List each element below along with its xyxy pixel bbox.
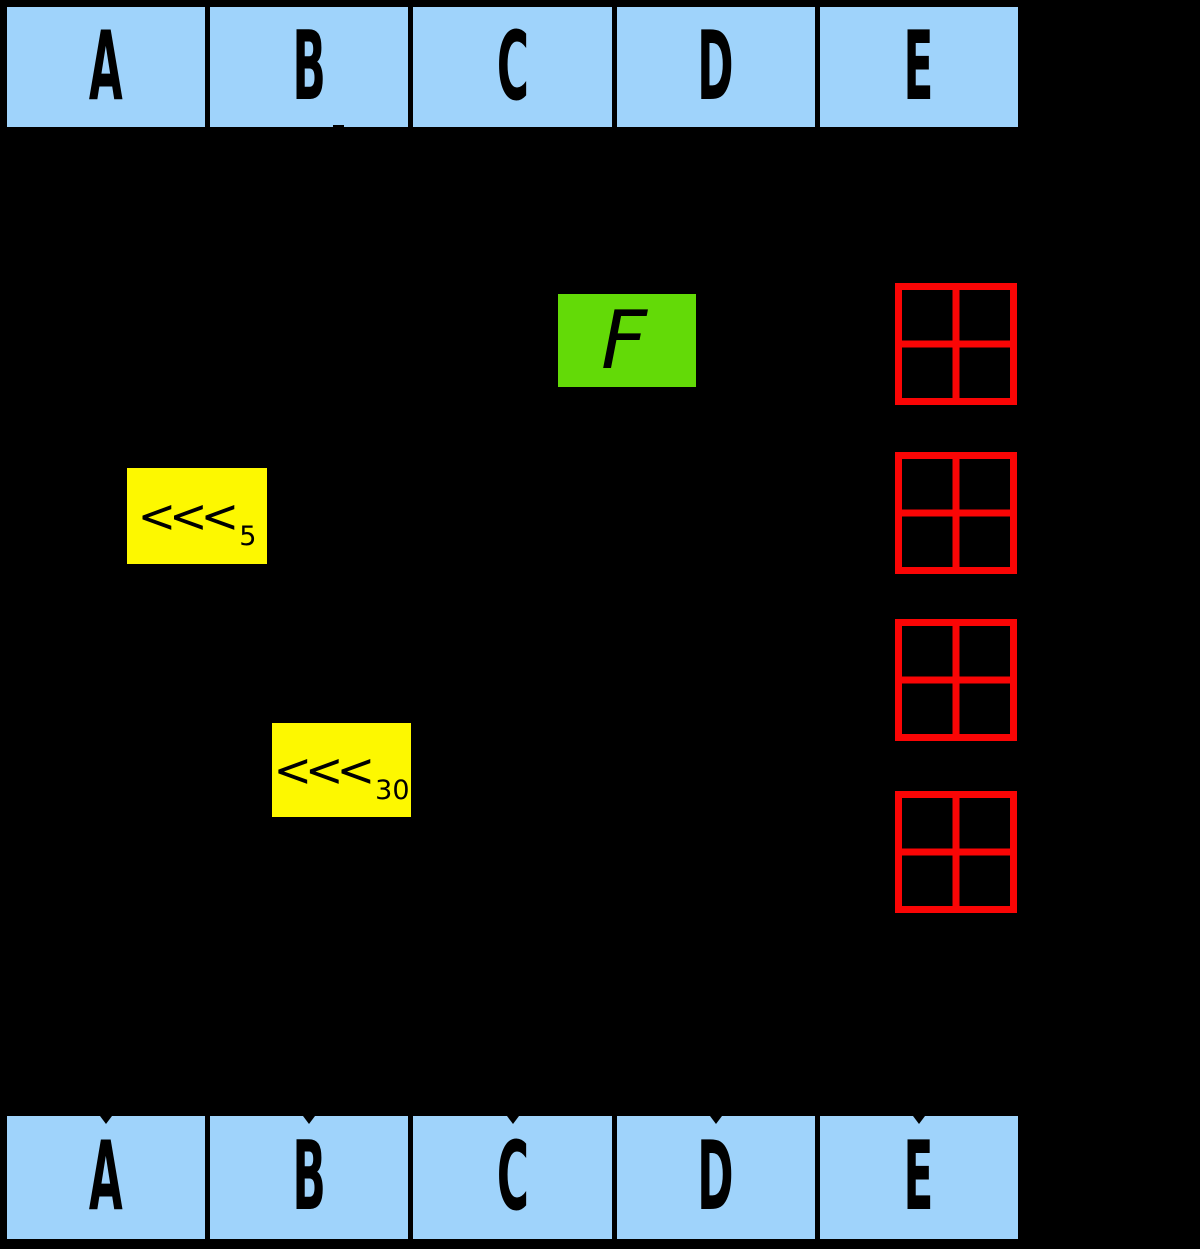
- register-label: C: [496, 11, 529, 122]
- register-cell-e-bottom: E: [819, 1116, 1019, 1239]
- register-label: D: [697, 1122, 734, 1232]
- register-label: B: [292, 11, 326, 122]
- register-cell-e-top: E: [819, 7, 1019, 127]
- register-cell-a-bottom: A: [7, 1116, 206, 1239]
- rotate-symbol: <<<: [137, 489, 240, 543]
- register-label: B: [292, 1122, 326, 1232]
- register-cell-d-bottom: D: [616, 1116, 815, 1239]
- register-label: A: [89, 1122, 124, 1232]
- register-label: E: [903, 11, 934, 122]
- arrowhead-icon: [709, 1116, 722, 1124]
- register-label: C: [496, 1122, 529, 1232]
- function-f-box: F: [558, 294, 696, 387]
- register-cell-d-top: D: [616, 7, 815, 127]
- modular-addition-icon: [895, 283, 1017, 405]
- register-cell-b-top: B: [210, 7, 409, 127]
- rotate-amount: 30: [375, 774, 410, 806]
- rotate-left-30-box: <<< 30: [272, 723, 411, 817]
- modular-addition-icon: [895, 452, 1017, 574]
- register-row-bottom: A B C D E: [3, 1112, 1022, 1243]
- register-label: A: [89, 11, 124, 122]
- register-cell-c-top: C: [413, 7, 612, 127]
- register-cell-b-bottom: B: [210, 1116, 409, 1239]
- register-label: E: [903, 1122, 934, 1232]
- arrowhead-icon: [100, 1116, 113, 1124]
- modular-addition-icon: [895, 619, 1017, 741]
- arrowhead-icon: [303, 1116, 316, 1124]
- rotate-symbol: <<<: [273, 743, 376, 797]
- register-row-top: A B C D E: [3, 3, 1022, 134]
- register-cell-c-bottom: C: [413, 1116, 612, 1239]
- arrowhead-icon: [912, 1116, 925, 1124]
- function-f-label: F: [600, 293, 647, 387]
- register-label: D: [697, 11, 734, 122]
- arrowhead-icon: [506, 1116, 519, 1124]
- modular-addition-icon: [895, 791, 1017, 913]
- rotate-left-5-box: <<< 5: [127, 468, 267, 564]
- register-cell-a-top: A: [7, 7, 206, 127]
- line-stub: [333, 125, 344, 134]
- rotate-amount: 5: [239, 520, 257, 552]
